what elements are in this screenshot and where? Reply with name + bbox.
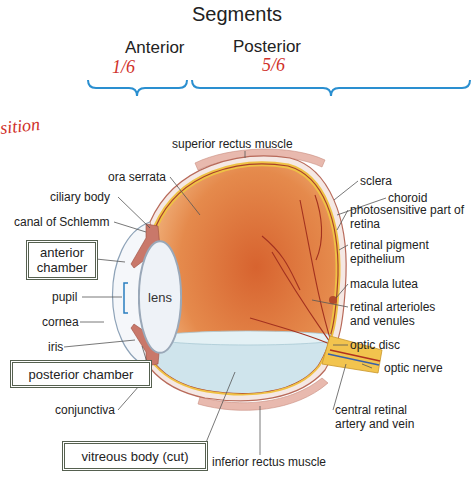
part-label: superior rectus muscle bbox=[172, 137, 293, 151]
handwritten-note: 5/6 bbox=[262, 55, 285, 75]
retinal-vessels bbox=[250, 195, 332, 345]
node-text: lens bbox=[148, 290, 172, 305]
node-text: posterior chamber bbox=[29, 367, 134, 382]
part-label: central retinal artery and vein bbox=[335, 403, 431, 431]
part-label: optic disc bbox=[350, 338, 400, 352]
part-label: macula lutea bbox=[350, 277, 418, 291]
part-label: retinal arterioles and venules bbox=[350, 300, 456, 328]
part-label: canal of Schlemm bbox=[14, 215, 109, 229]
posterior-brace bbox=[192, 80, 470, 96]
part-label: sclera bbox=[360, 174, 392, 188]
part-label: pupil bbox=[52, 290, 77, 304]
part-label: iris bbox=[48, 340, 63, 354]
part-label: conjunctiva bbox=[55, 403, 115, 417]
node-text: anterior chamber bbox=[32, 245, 92, 275]
segment-heading: Posterior bbox=[233, 37, 301, 57]
node-text: vitreous body (cut) bbox=[82, 449, 189, 464]
lens-ellipse bbox=[139, 241, 181, 353]
part-label: ora serrata bbox=[108, 170, 166, 184]
lens-shape: lens bbox=[138, 240, 182, 354]
part-label: ciliary body bbox=[50, 190, 110, 204]
anterior-brace bbox=[88, 80, 187, 96]
part-label: photosensitive part of retina bbox=[350, 203, 470, 231]
handwritten-note: sition bbox=[0, 114, 41, 138]
boxed-label: vitreous body (cut) bbox=[62, 441, 208, 471]
macula-spot bbox=[329, 296, 337, 304]
part-label: inferior rectus muscle bbox=[212, 455, 326, 469]
boxed-label: posterior chamber bbox=[10, 360, 152, 388]
part-label: retinal pigment epithelium bbox=[350, 238, 450, 266]
vitreous-cut bbox=[150, 338, 350, 408]
part-label: choroid bbox=[388, 191, 427, 205]
handwritten-note: 1/6 bbox=[112, 57, 135, 77]
pupil-bracket bbox=[124, 283, 128, 313]
part-label: optic nerve bbox=[384, 361, 443, 375]
central-vein bbox=[328, 354, 379, 365]
boxed-label: anterior chamber bbox=[26, 240, 98, 280]
diagram-title: Segments bbox=[0, 2, 474, 26]
part-label: cornea bbox=[42, 315, 79, 329]
segment-heading: Anterior bbox=[125, 38, 185, 58]
